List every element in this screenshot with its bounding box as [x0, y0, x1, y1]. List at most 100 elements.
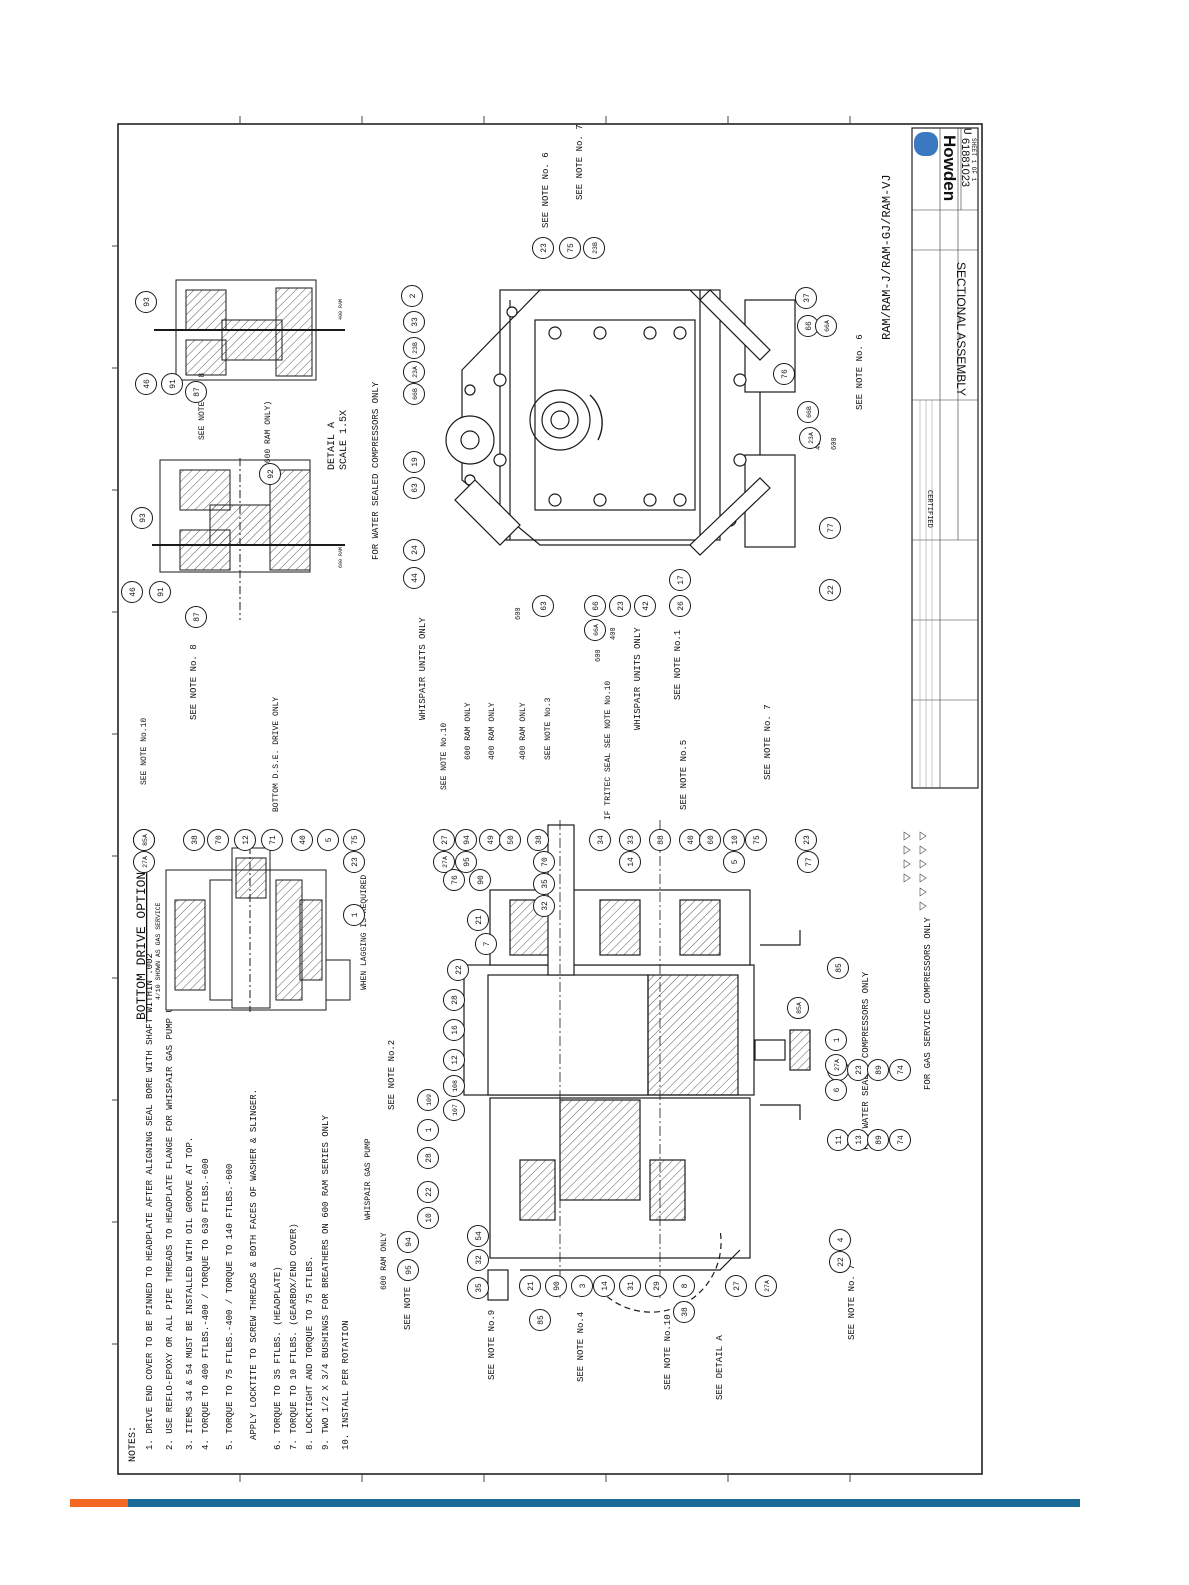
bottom-balloon-label-10: 1: [351, 912, 360, 917]
bottom-balloon-label-1: 27A: [142, 856, 149, 868]
bottom-balloon-20: [533, 895, 555, 917]
top-balloon-23: [584, 619, 606, 641]
tritec-seal-label: IF TRITEC SEAL SEE NOTE No.10: [604, 681, 613, 820]
bottom-balloon-52: [519, 1275, 541, 1297]
gas-service-label: FOR GAS SERVICE COMPRESSORS ONLY: [923, 917, 933, 1090]
bottom-balloon-label-62: 4: [837, 1237, 846, 1242]
bottom-balloon-label-31: 77: [805, 857, 814, 867]
bottom-balloon-14: [455, 851, 477, 873]
bottom-balloon-label-57: 29: [653, 1281, 662, 1291]
bottom-balloon-59: [673, 1301, 695, 1323]
bottom-balloon-label-69: 85A: [796, 1002, 803, 1014]
top-balloon-35: [819, 579, 841, 601]
bottom-balloon-label-63: 22: [837, 1257, 846, 1267]
top-balloon-label-13: 33: [411, 317, 420, 327]
note-2: 2. USE REFLO-EPOXY OR ALL PIPE THREADS T…: [165, 953, 175, 1450]
bottom-balloon-45: [417, 1181, 439, 1203]
bottom-balloon-label-53: 90: [553, 1281, 562, 1291]
top-balloon-33: [799, 427, 821, 449]
lagging-label-a: WHEN LAGGING IS REQUIRED: [360, 875, 369, 990]
bottom-balloon-label-14: 95: [463, 857, 472, 867]
bottom-balloon-2: [183, 829, 205, 851]
bottom-balloon-47: [397, 1231, 419, 1253]
footer-accent-orange: [70, 1499, 128, 1507]
bottom-balloon-56: [619, 1275, 641, 1297]
top-balloon-label-0: 93: [143, 297, 152, 307]
bottom-balloon-76: [889, 1129, 911, 1151]
bottom-balloon-label-18: 70: [541, 857, 550, 867]
note7-ref-b: SEE NOTE No. 7: [847, 1264, 857, 1340]
note-5b: APPLY LOCKTITE TO SCREW THREADS & BOTH F…: [249, 1089, 259, 1440]
bottom-balloon-label-16: 50: [507, 835, 516, 845]
note3-ref-a: SEE NOTE No.3: [403, 1260, 413, 1330]
top-balloon-label-30: 66A: [824, 320, 831, 332]
top-balloon-19: [403, 539, 425, 561]
top-balloon-label-1: 46: [143, 379, 152, 389]
top-balloon-label-20: 44: [411, 573, 420, 583]
top-balloon-label-15: 23A: [412, 366, 419, 378]
dim-400-a: 400: [610, 627, 618, 640]
top-balloon-label-6: 46: [129, 587, 138, 597]
bottom-balloon-label-65: 23: [855, 1065, 864, 1075]
top-balloon-14: [403, 337, 425, 359]
sheet-count: SHEET 1 OF 1: [970, 138, 977, 182]
note-5: 5. TORQUE TO 75 FTLBS.-400 / TORQUE TO 1…: [225, 1164, 235, 1450]
top-balloon-label-9: 2: [409, 293, 418, 298]
whispair-gas-pump-label: WHISPAIR GAS PUMP: [364, 1138, 373, 1220]
bottom-balloon-21: [589, 829, 611, 851]
bottom-balloon-label-24: 88: [657, 835, 666, 845]
top-balloon-label-24: 23: [617, 601, 626, 611]
bottom-balloon-label-26: 60: [707, 835, 716, 845]
bottom-balloon-63: [829, 1251, 851, 1273]
bottom-balloon-31: [797, 851, 819, 873]
bottom-balloon-40: [443, 1075, 465, 1097]
bottom-balloon-label-5: 71: [269, 835, 278, 845]
top-balloon-label-33: 23A: [808, 432, 815, 444]
top-balloon-22: [584, 595, 606, 617]
top-balloon-label-12: 23B: [592, 242, 599, 254]
bottom-balloon-label-42: 109: [426, 1094, 433, 1106]
note7-ref-a: SEE NOTE No. 7: [575, 124, 585, 200]
note-1: 1. DRIVE END COVER TO BE PINNED TO HEADP…: [145, 953, 155, 1450]
balloons-bottom: 2727A38701271405752312727A94954950387035…: [133, 829, 911, 1331]
bottom-balloon-label-55: 14: [601, 1281, 610, 1291]
dim-600-b: 600: [595, 649, 603, 662]
water-sealed-label-a: FOR WATER SEALED COMPRESSORS ONLY: [371, 381, 381, 560]
whispair-units-b: WHISPAIR UNITS ONLY: [633, 627, 643, 730]
top-balloon-label-35: 22: [827, 585, 836, 595]
bottom-balloon-label-40: 108: [452, 1080, 459, 1092]
drawing-number: 61881023: [959, 138, 971, 187]
top-balloon-label-7: 91: [157, 587, 166, 597]
bottom-balloon-label-78: 85A: [142, 834, 149, 846]
bottom-balloon-48: [397, 1259, 419, 1281]
top-balloon-20: [403, 567, 425, 589]
bottom-balloon-label-60: 27: [733, 1281, 742, 1291]
top-balloon-18: [403, 477, 425, 499]
detail-a-scale: SCALE 1.5X: [339, 410, 350, 470]
ram400only-label-b: 400 RAM ONLY: [519, 702, 528, 760]
bottom-balloon-77: [529, 1309, 551, 1331]
bottom-balloon-46: [417, 1207, 439, 1229]
bottom-balloon-label-27: 10: [731, 835, 740, 845]
top-balloon-32: [797, 401, 819, 423]
bottom-balloon-1: [133, 851, 155, 873]
bottom-balloon-label-41: 107: [452, 1104, 459, 1116]
bottom-balloon-label-71: 27A: [834, 1059, 841, 1071]
bottom-balloon-75: [867, 1129, 889, 1151]
top-balloon-9: [401, 285, 423, 307]
bottom-balloon-55: [593, 1275, 615, 1297]
whispair-units-a: WHISPAIR UNITS ONLY: [418, 617, 428, 720]
top-balloon-label-21: 63: [540, 601, 549, 611]
bottom-balloon-70: [825, 1029, 847, 1051]
top-balloon-21: [532, 595, 554, 617]
bottom-balloon-16: [499, 829, 521, 851]
company-logo: Howden: [940, 135, 959, 201]
top-balloon-label-16: 66B: [412, 388, 419, 400]
top-balloon-8: [185, 606, 207, 628]
top-balloon-25: [634, 595, 656, 617]
bottom-balloon-30: [795, 829, 817, 851]
bottom-balloon-12: [433, 851, 455, 873]
bottom-balloon-label-44: 28: [425, 1153, 434, 1163]
footer-accent-blue: [128, 1499, 1080, 1507]
bottom-balloon-label-73: 11: [835, 1135, 844, 1145]
